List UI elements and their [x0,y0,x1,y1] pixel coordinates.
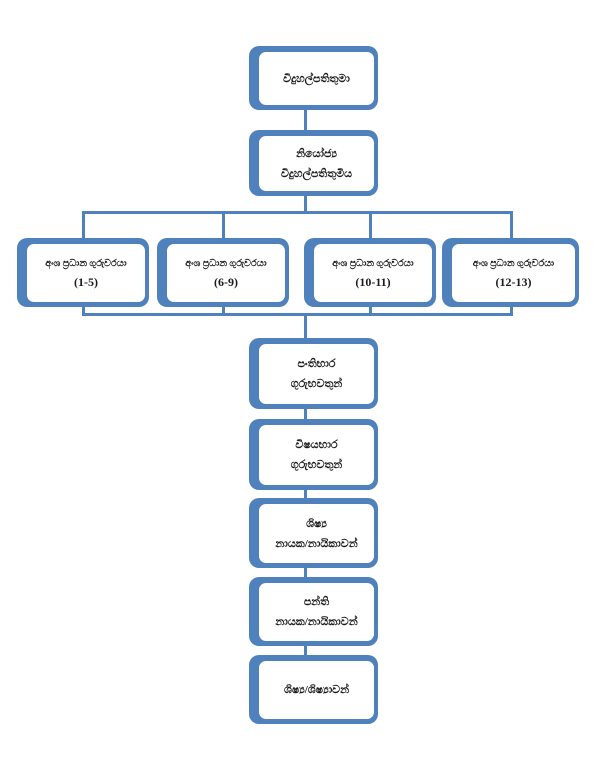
node-label: නායක/නායිකාවන් [275,537,358,550]
connector-rise-section1 [82,305,85,316]
connector-subject-studentleaders [304,487,307,500]
org-node-section-head-6-9: අංශ ප්‍රධාන ගුරුවරයා (6-9) [157,238,289,307]
node-grade-range: (6-9) [214,275,238,289]
org-node-deputy-principal-box: නියෝජ්‍ය විදුහල්පතිතුමිය [258,135,375,192]
connector-rise-section3 [369,305,372,316]
connector-studentleaders-classleaders [304,566,307,579]
node-label: විදුහල්පතිතුමා [283,72,350,85]
node-label: අංශ ප්‍රධාන ගුරුවරයා [472,259,555,269]
org-node-class-leaders-box: පන්ති නායක/නායිකාවන් [258,582,375,642]
org-node-section-head-12-13-box: අංශ ප්‍රධාන ගුරුවරයා (12-13) [451,243,576,303]
org-node-class-leaders: පන්ති නායක/නායිකාවන් [249,577,378,646]
connector-drop-section4 [510,211,513,240]
connector-drop-section1 [82,211,85,240]
connector-collector-bottom [82,313,513,316]
node-label: නායක/නායිකාවන් [275,616,358,628]
node-label: ශිෂ්‍ය [306,517,327,530]
connector-collector-classteachers [304,315,307,340]
org-node-students: ශිෂ්‍ය/ශිෂ්‍යාවන් [249,655,378,724]
org-node-student-leaders: ශිෂ්‍ය නායක/නායිකාවන් [249,498,378,568]
org-node-section-head-10-11-box: අංශ ප්‍රධාන ගුරුවරයා (10-11) [313,243,433,303]
node-label: විෂයභාර [295,439,338,451]
node-label: විදුහල්පතිතුමිය [281,167,352,180]
node-label: නියෝජ්‍ය [296,147,337,160]
node-label: අංශ ප්‍රධාන ගුරුවරයා [45,259,127,269]
org-node-section-head-1-5: අංශ ප්‍රධාන ගුරුවරයා (1-5) [17,238,149,307]
connector-rise-section2 [222,305,225,316]
connector-drop-section2 [222,211,225,240]
node-label: ශිෂ්‍ය/ශිෂ්‍යාවන් [283,684,350,696]
node-grade-range: (10-11) [355,275,391,289]
org-node-student-leaders-box: ශිෂ්‍ය නායක/නායිකාවන් [258,503,375,564]
org-node-section-head-6-9-box: අංශ ප්‍රධාන ගුරුවරයා (6-9) [166,243,286,303]
org-node-students-box: ශිෂ්‍ය/ශිෂ්‍යාවන් [258,660,375,720]
org-node-section-head-10-11: අංශ ප්‍රධාන ගුරුවරයා (10-11) [304,238,436,307]
connector-rise-section4 [510,305,513,316]
org-node-class-in-charge-teachers-box: පංතිභාර ගුරුභවතුන් [258,343,375,405]
org-node-deputy-principal: නියෝජ්‍ය විදුහල්පතිතුමිය [249,130,378,196]
connector-deputy-down [304,194,307,214]
node-label: පන්ති [303,596,330,608]
connector-drop-section3 [369,211,372,240]
connector-classteachers-subject [304,406,307,421]
node-label: ගුරුභවතුන් [290,459,343,471]
connector-principal-deputy [304,108,307,134]
org-node-principal: විදුහල්පතිතුමා [249,46,378,110]
node-grade-range: (1-5) [74,275,98,289]
org-node-section-head-1-5-box: අංශ ප්‍රධාන ගුරුවරයා (1-5) [26,243,146,303]
org-node-subject-teachers-box: විෂයභාර ගුරුභවතුන් [258,424,375,486]
node-grade-range: (12-13) [495,275,532,289]
org-node-class-in-charge-teachers: පංතිභාර ගුරුභවතුන් [249,338,378,409]
node-label: ගුරුභවතුන් [290,378,343,390]
node-label: අංශ ප්‍රධාන ගුරුවරයා [185,259,267,269]
org-node-subject-teachers: විෂයභාර ගුරුභවතුන් [249,419,378,490]
org-node-principal-box: විදුහල්පතිතුමා [258,51,375,106]
node-label: අංශ ප්‍රධාන ගුරුවරයා [332,259,414,269]
connector-distributor-top [82,211,513,214]
node-label: පංතිභාර [297,358,336,370]
connector-classleaders-students [304,644,307,657]
org-node-section-head-12-13: අංශ ප්‍රධාන ගුරුවරයා (12-13) [442,238,579,307]
